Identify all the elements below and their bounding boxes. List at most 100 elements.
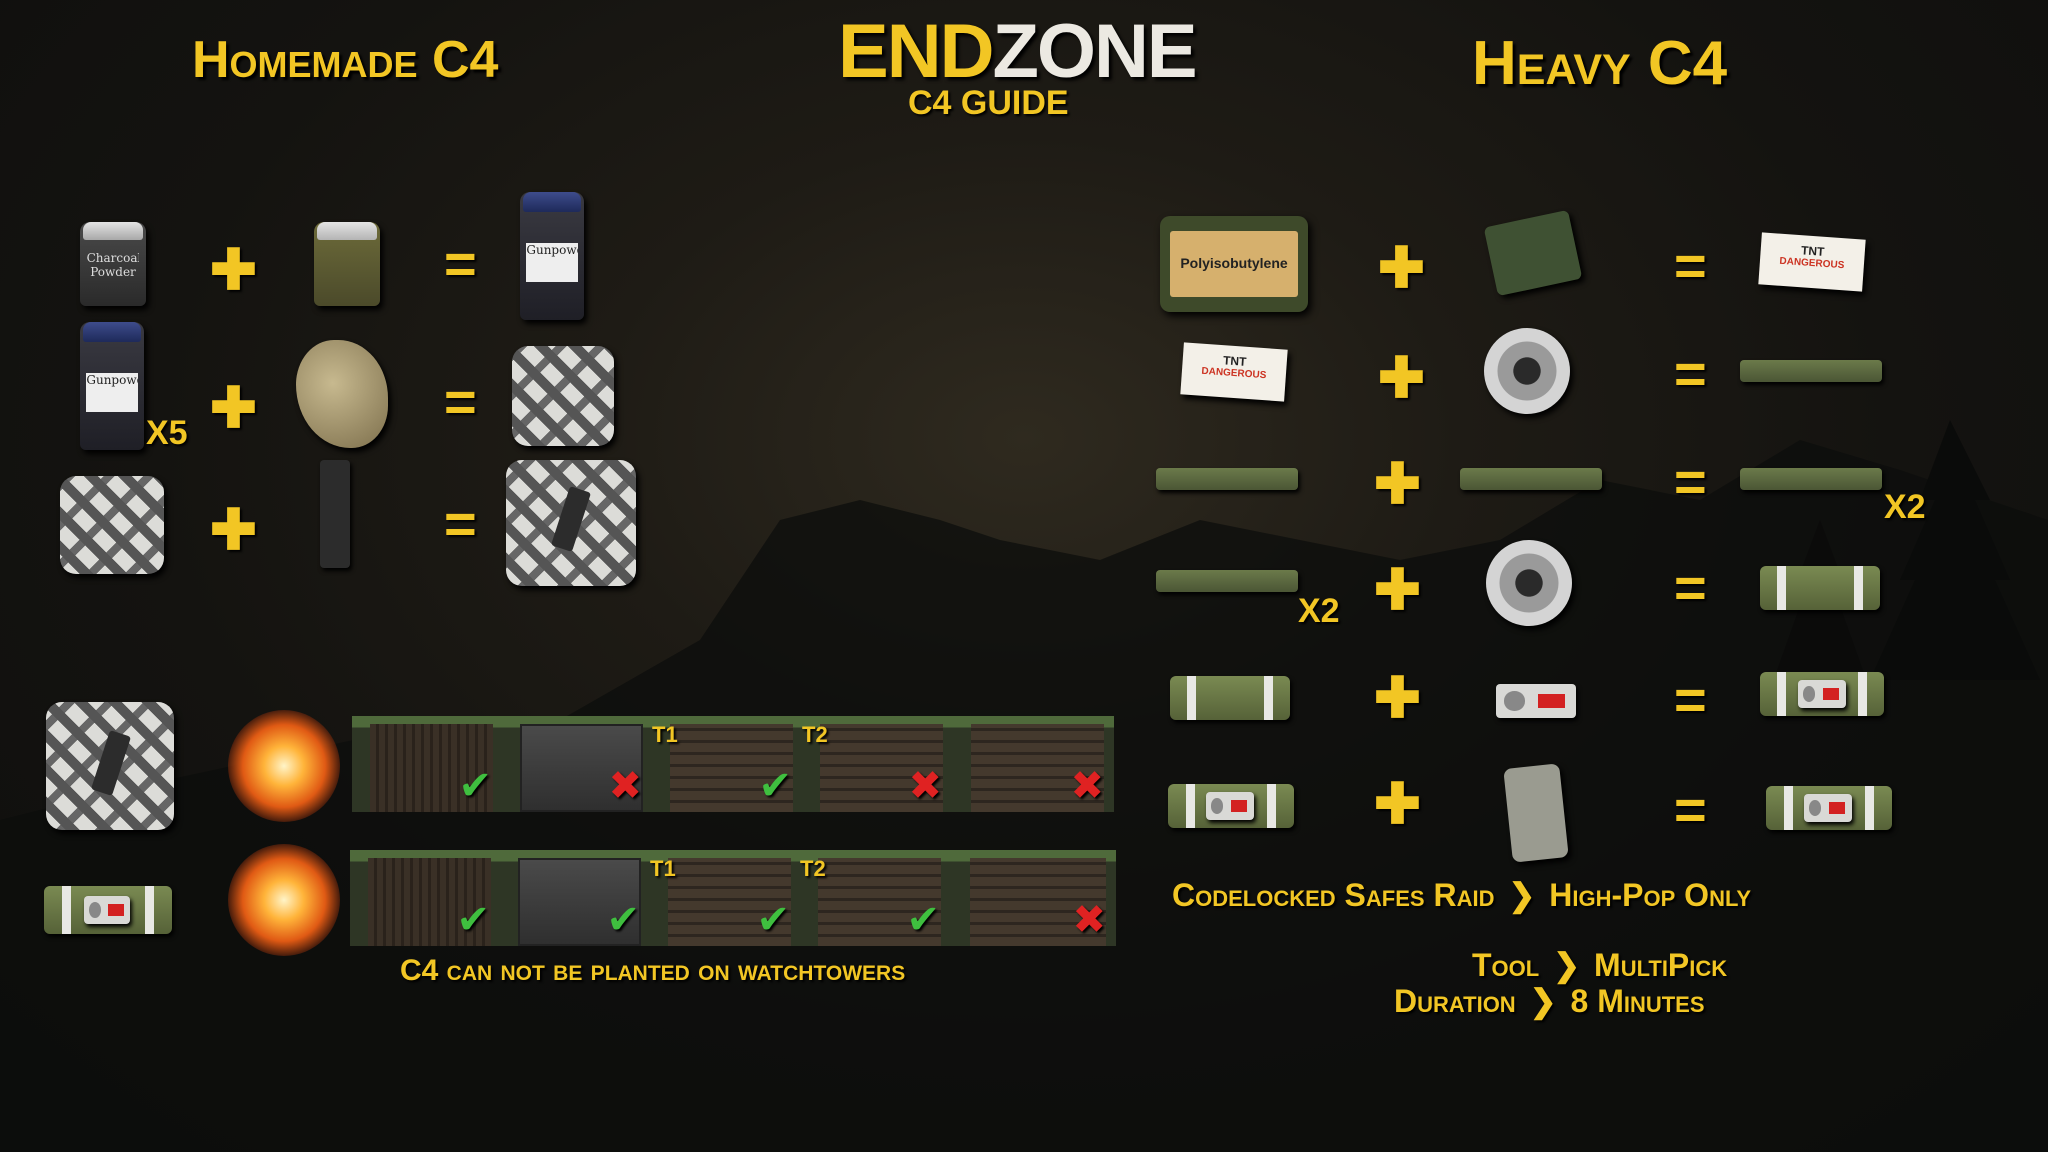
multiplier-x5: X5 [146, 414, 188, 452]
check-icon: ✔ [906, 897, 940, 943]
duration-value: 8 Minutes [1570, 983, 1705, 1019]
explosive-stick-icon [1460, 468, 1602, 490]
tier-label: T1 [652, 722, 678, 747]
gunpowder-label: Gunpowder [86, 373, 138, 412]
endzone-logo: ENDZONE [838, 9, 1198, 94]
safes-raid-label: Codelocked Safes Raid [1172, 877, 1495, 913]
tool-label: Tool [1472, 947, 1540, 983]
cross-icon: ✖ [608, 763, 642, 809]
heavy-c4-raid-icon [44, 886, 172, 934]
guide-subtitle: C4 GUIDE [908, 84, 1069, 122]
check-icon: ✔ [606, 897, 640, 943]
equals-icon: = [1674, 668, 1707, 731]
chevron-right-icon: ❯ [1553, 947, 1581, 983]
wall-metal: ✔ [500, 850, 650, 946]
wall-wooden: ✔ [350, 850, 500, 946]
plus-icon: ✚ [210, 238, 257, 301]
explosive-stick-icon [1156, 570, 1298, 592]
check-icon: ✔ [758, 763, 792, 809]
equals-icon: = [1674, 234, 1707, 297]
plus-icon: ✚ [1374, 452, 1421, 515]
wall-metal: ✖ [502, 716, 652, 812]
plus-icon: ✚ [1374, 666, 1421, 729]
homemade-c4-title: Homemade C4 [192, 31, 499, 89]
multiplier-x2: X2 [1884, 488, 1926, 526]
plus-icon: ✚ [1374, 772, 1421, 835]
charcoal-powder-label: Charcoal Powder [86, 251, 140, 280]
heavy-c4-title: Heavy C4 [1472, 29, 1728, 98]
safes-raid-value: High-Pop Only [1549, 877, 1752, 913]
polyisobutylene-label: Polyisobutylene [1170, 231, 1298, 297]
gunpowder-jar-icon: Gunpowder [80, 322, 144, 450]
tnt-block-icon: TNT DANGEROUS [1180, 342, 1288, 402]
wall-log-t1: T1 ✔ [652, 716, 802, 812]
equals-icon: = [444, 370, 477, 433]
battery-pack-icon [1503, 763, 1569, 863]
detonator-bundle-icon [1168, 784, 1294, 828]
equals-icon: = [1674, 556, 1707, 619]
multiplier-x2: X2 [1298, 592, 1340, 630]
tier-label: T2 [802, 722, 828, 747]
wall-wooden: ✔ [352, 716, 502, 812]
explosive-bundle-icon [1760, 566, 1880, 610]
explosion-icon [228, 710, 340, 822]
duration-info: Duration ❯ 8 Minutes [1394, 982, 1705, 1020]
duct-tape-icon [1484, 328, 1570, 414]
radio-icon [320, 460, 350, 568]
safes-raid-info: Codelocked Safes Raid ❯ High-Pop Only [1172, 876, 1751, 914]
explosion-icon [228, 844, 340, 956]
detonator-icon [1496, 684, 1576, 718]
plastic-explosive-icon [512, 346, 614, 446]
plus-icon: ✚ [1374, 558, 1421, 621]
tier-label: T2 [800, 856, 826, 881]
wall-log-t2: T2 ✔ [800, 850, 950, 946]
check-icon: ✔ [456, 897, 490, 943]
explosive-stick-icon [1156, 468, 1298, 490]
heavy-raid-results: ✔ ✔ T1 ✔ T2 ✔ ✖ [350, 850, 1116, 946]
tier-label: T1 [650, 856, 676, 881]
chevron-right-icon: ❯ [1508, 877, 1536, 913]
equals-icon: = [1674, 450, 1707, 513]
wall-log-t1: T1 ✔ [650, 850, 800, 946]
homemade-c4-raid-icon [46, 702, 174, 830]
explosive-stick-icon [1740, 360, 1882, 382]
plastic-explosive-icon [60, 476, 164, 574]
plus-icon: ✚ [1378, 236, 1425, 299]
cross-icon: ✖ [1070, 763, 1104, 809]
homemade-c4-icon [506, 460, 636, 586]
charcoal-powder-jar-icon: Charcoal Powder [80, 222, 146, 306]
heavy-c4-icon [1766, 786, 1892, 830]
wall-log-t3: ✖ [952, 716, 1114, 812]
equals-icon: = [444, 492, 477, 555]
duct-tape-icon [1486, 540, 1572, 626]
cross-icon: ✖ [1072, 897, 1106, 943]
explosive-brick-icon [1483, 209, 1583, 297]
tnt-block-icon: TNT DANGEROUS [1758, 232, 1866, 292]
duration-label: Duration [1394, 983, 1516, 1019]
equals-icon: = [1674, 342, 1707, 405]
equals-icon: = [444, 232, 477, 295]
equals-icon: = [1674, 778, 1707, 841]
check-icon: ✔ [756, 897, 790, 943]
tool-value: MultiPick [1594, 947, 1728, 983]
check-icon: ✔ [458, 763, 492, 809]
homemade-raid-results: ✔ ✖ T1 ✔ T2 ✖ ✖ [352, 716, 1114, 812]
plus-icon: ✚ [1378, 346, 1425, 409]
pot-jar-icon [314, 222, 380, 306]
explosive-stick-icon [1740, 468, 1882, 490]
explosive-bundle-icon [1170, 676, 1290, 720]
cross-icon: ✖ [908, 763, 942, 809]
tool-info: Tool ❯ MultiPick [1472, 946, 1727, 984]
gunpowder-jar-icon: Gunpowder [520, 192, 584, 320]
attached-radio-icon [90, 730, 132, 796]
plus-icon: ✚ [210, 376, 257, 439]
plus-icon: ✚ [210, 498, 257, 561]
watchtower-note: C4 can not be planted on watchtowers [400, 954, 906, 987]
polyisobutylene-icon: Polyisobutylene [1160, 216, 1308, 312]
attached-radio-icon [550, 486, 592, 552]
chevron-right-icon: ❯ [1529, 983, 1557, 1019]
detonator-bundle-icon [1760, 672, 1884, 716]
gunpowder-label: Gunpowder [526, 243, 578, 282]
wall-log-t3: ✖ [950, 850, 1116, 946]
